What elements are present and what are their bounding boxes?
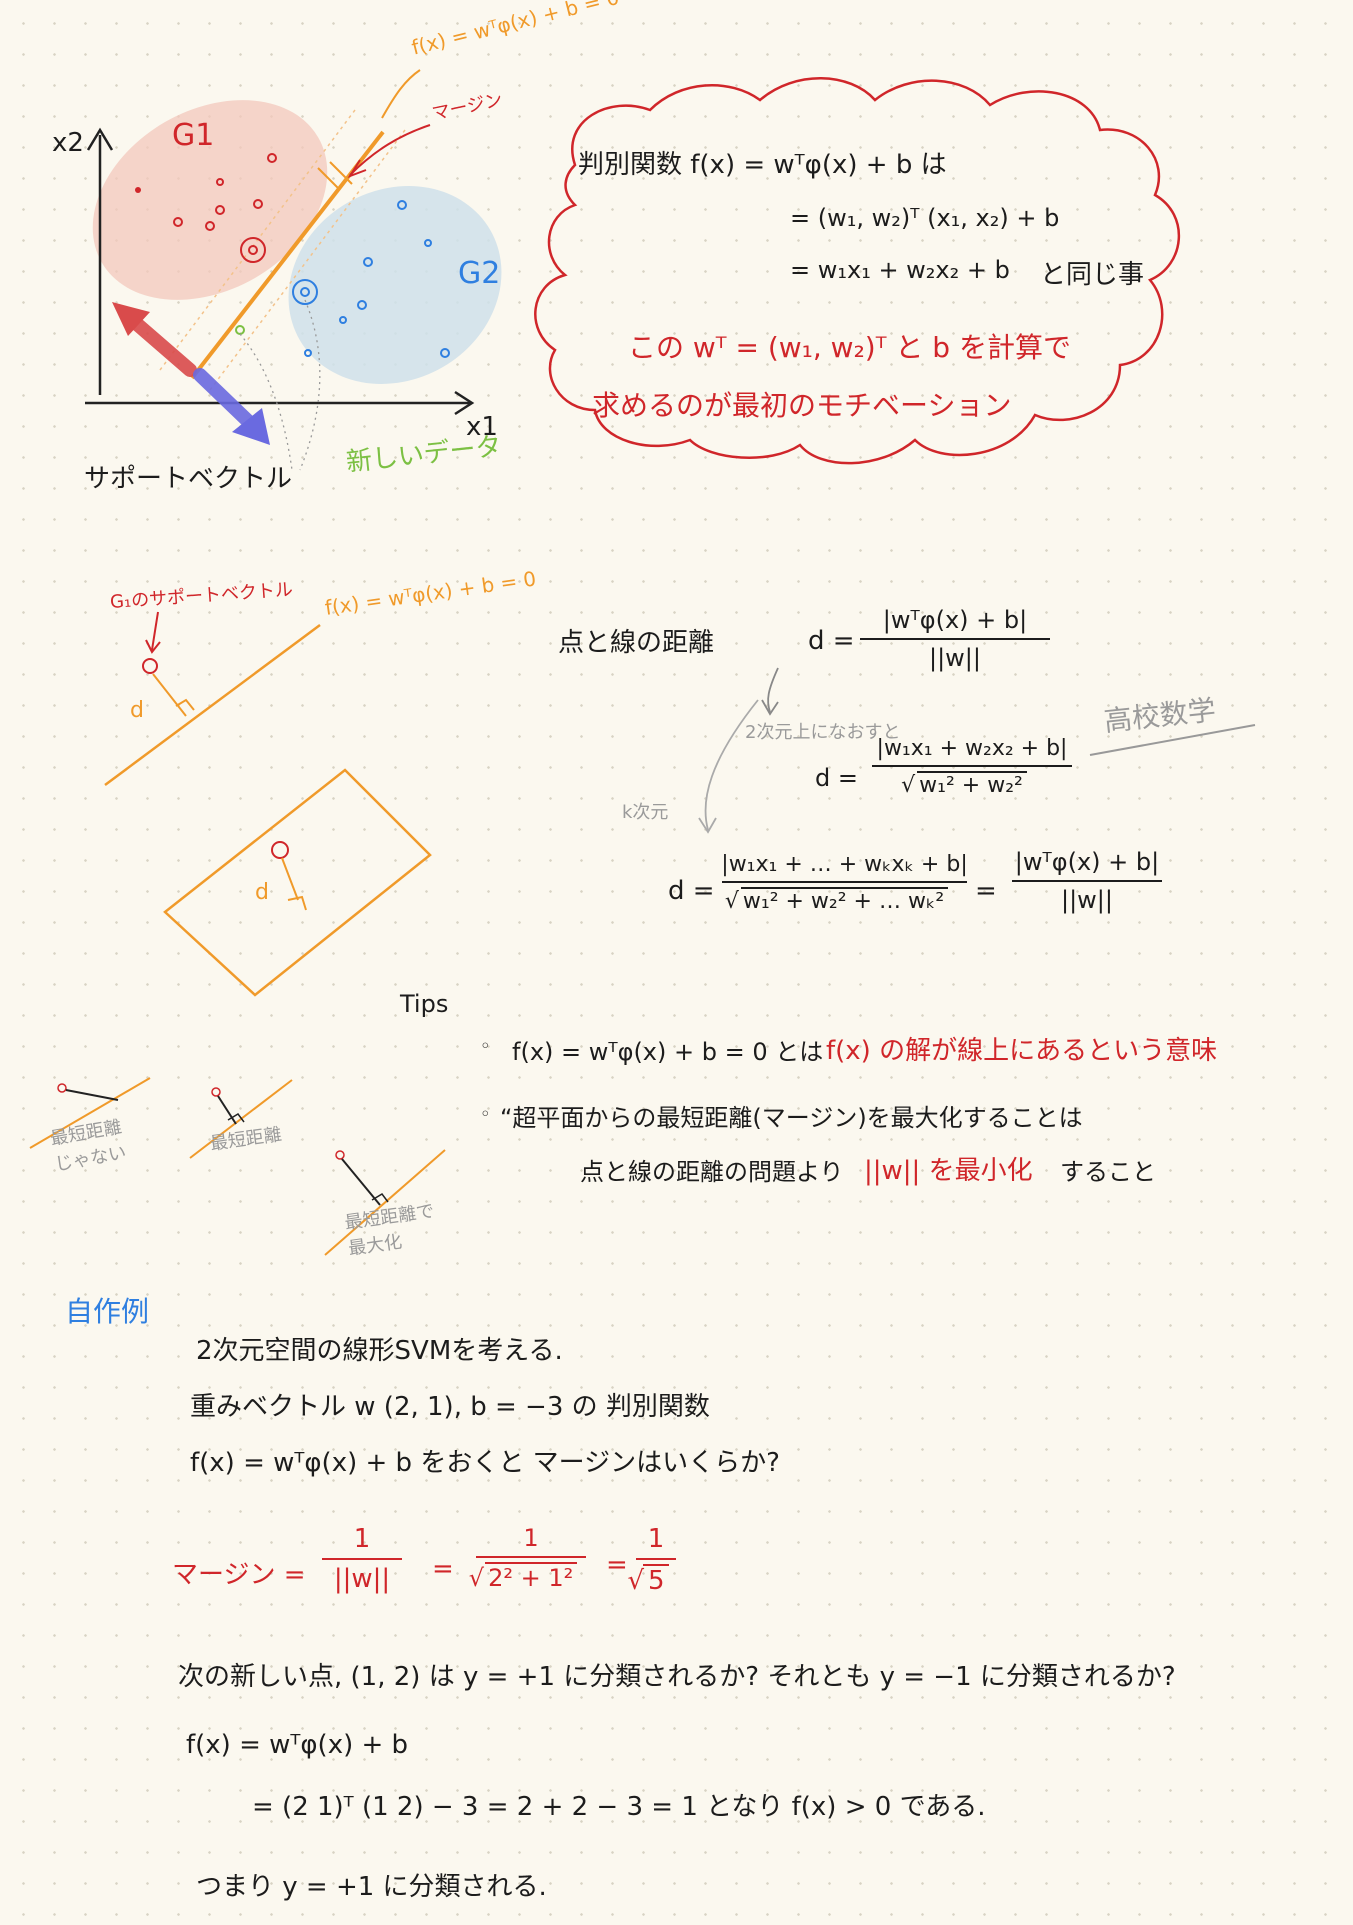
distance-fraction-4: |wᵀφ(x) + b| ||w|| [1012,848,1162,914]
distance-den-4: ||w|| [1061,886,1113,914]
distance-d2-eq: d = [815,764,858,792]
example-line-6: = (2 1)ᵀ (1 2) − 3 = 2 + 2 − 3 = 1 となり f… [252,1792,986,1822]
margin-fraction-2: 1 2² + 1² [476,1524,586,1592]
cloud-line-1: 判別関数 f(x) = wᵀφ(x) + b は [578,150,947,180]
tips-bullet-1-black: f(x) = wᵀφ(x) + b = 0 とは [512,1038,824,1066]
cloud-red-line-2: 求めるのが最初のモチベーション [592,389,1012,422]
example-title: 自作例 [65,1295,150,1328]
support-vector-label: サポートベクトル [84,464,293,494]
note-2d: 2次元上になおすと [745,722,901,743]
distance-num-3: |w₁x₁ + … + wₖxₖ + b| [721,852,968,877]
distance-d-eq: d = [808,626,855,656]
margin-eq-2: = [606,1550,628,1580]
margin-den-3: 5 [643,1564,669,1596]
margin-fraction-1: 1 ||w|| [322,1524,402,1594]
example-line-5: f(x) = wᵀφ(x) + b [186,1730,409,1760]
distance-title: 点と線の距離 [558,628,715,658]
margin-den-1: ||w|| [333,1564,391,1594]
margin-num-2: 1 [523,1524,539,1552]
margin-fraction-3: 1 5 [636,1524,676,1596]
g2-cluster [288,186,502,384]
k-dim-label: k次元 [622,802,669,823]
x1-axis-label: x1 [466,412,498,442]
tips-bullet-2-line-2-end: すること [1060,1158,1156,1186]
margin-eq-1: = [432,1554,454,1584]
tips-bullet-1-red: f(x) の解が線上にあるという意味 [826,1036,1218,1066]
example-line-2: 重みベクトル w (2, 1), b = −3 の 判別関数 [190,1392,710,1422]
tips-bullet-2-line-1: “超平面からの最短距離(マージン)を最大化することは [500,1104,1083,1132]
distance-eq-sign: = [975,876,997,906]
distance-num-2: |w₁x₁ + w₂x₂ + b| [876,736,1068,761]
tips-bullet-1-dot: ◦ [480,1036,491,1057]
tips-title: Tips [400,990,449,1018]
margin-result-label: マージン = [172,1560,306,1590]
tips-bullet-2-line-2-red: ||w|| を最小化 [864,1156,1033,1186]
g1-label: G1 [172,118,215,153]
g1-cluster [92,100,328,300]
distance-den-2: w₁² + w₂² [917,771,1027,798]
distance-den-1: ||w|| [929,644,981,672]
distance-fraction-3: |w₁x₁ + … + wₖxₖ + b| w₁² + w₂² + … wₖ² [721,852,968,914]
example-line-1: 2次元空間の線形SVMを考える. [196,1336,563,1366]
example-line-7: つまり y = +1 に分類される. [196,1872,547,1902]
margin-num-1: 1 [353,1524,371,1554]
distance-d-2: d [255,880,269,905]
g2-label: G2 [458,256,501,291]
example-line-3: f(x) = wᵀφ(x) + b をおくと マージンはいくらか? [190,1448,780,1478]
distance-fraction-1: |wᵀφ(x) + b| ||w|| [860,606,1050,672]
distance-d-1: d [130,698,144,723]
distance-d3-eq: d = [668,876,715,906]
tips-bullet-2-line-2-black: 点と線の距離の問題より [580,1158,844,1186]
tips-bullet-2-dot: ◦ [480,1104,491,1125]
margin-den-2: 2² + 1² [484,1562,578,1592]
cloud-line-2: = (w₁, w₂)ᵀ (x₁, x₂) + b [790,204,1060,232]
cloud-line-3b: と同じ事 [1040,260,1145,290]
margin-num-3: 1 [647,1524,665,1554]
distance-den-3: w₁² + w₂² + … wₖ² [740,887,949,914]
cloud-line-3: = w₁x₁ + w₂x₂ + b [790,256,1010,284]
distance-num-1: |wᵀφ(x) + b| [882,606,1028,634]
distance-fraction-2: |w₁x₁ + w₂x₂ + b| w₁² + w₂² [872,736,1072,798]
x2-axis-label: x2 [52,128,84,158]
distance-num-4: |wᵀφ(x) + b| [1014,848,1160,876]
cloud-red-line-1: この wᵀ = (w₁, w₂)ᵀ と b を計算で [628,331,1071,364]
example-line-4: 次の新しい点, (1, 2) は y = +1 に分類されるか? それとも y … [178,1662,1176,1692]
